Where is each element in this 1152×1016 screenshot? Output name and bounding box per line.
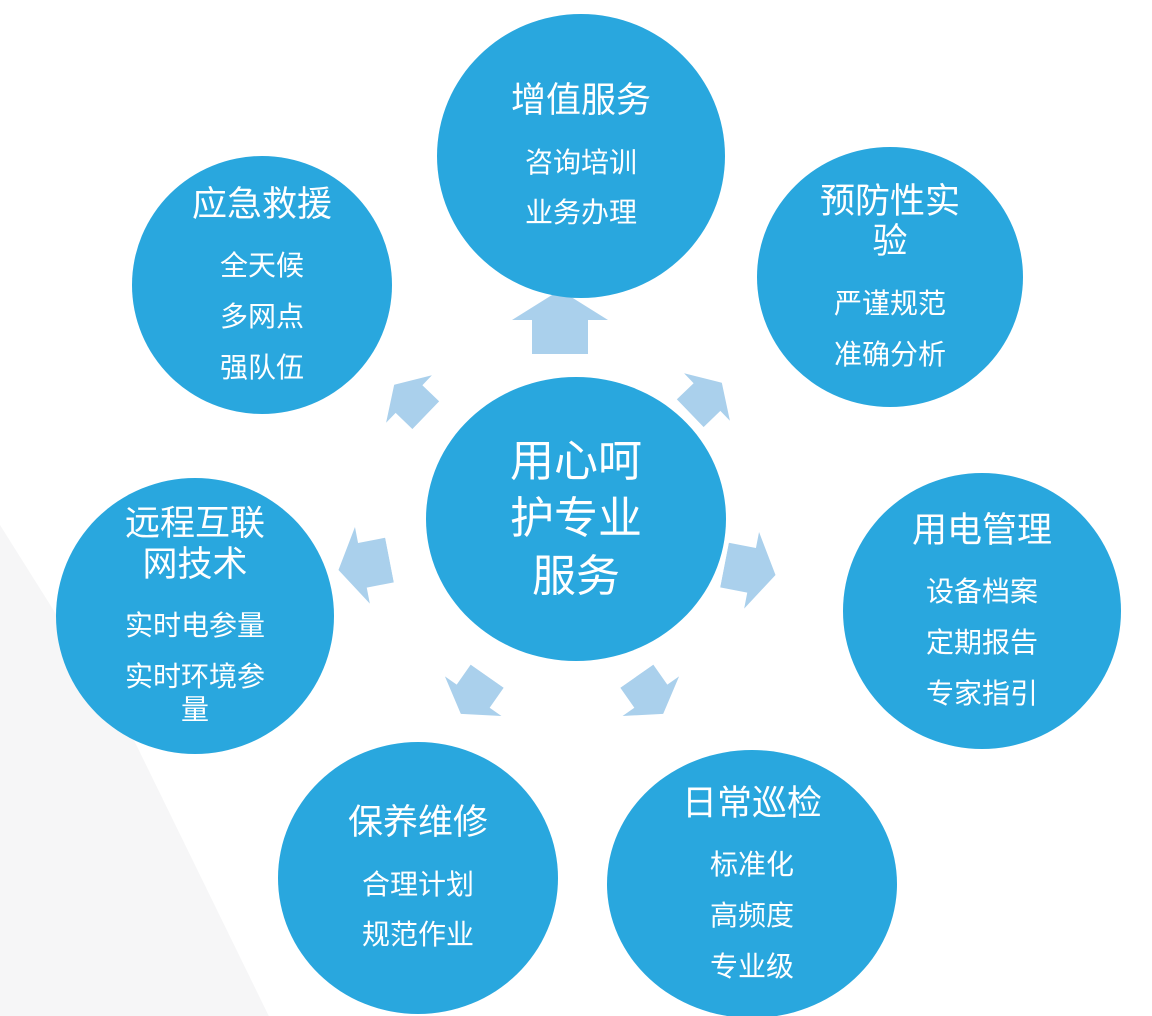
node-item: 准确分析 xyxy=(833,339,946,371)
node-item: 业务办理 xyxy=(524,198,637,230)
circle-value-added-services: 增值服务 咨询培训 业务办理 xyxy=(437,14,725,298)
node-title: 预防性实验 xyxy=(819,181,960,262)
node-item: 高频度 xyxy=(709,901,794,932)
arrow-right-icon xyxy=(720,532,776,609)
center-title-line: 服务 xyxy=(532,551,620,601)
node-item: 多网点 xyxy=(219,302,304,333)
node-item: 规范作业 xyxy=(361,920,474,952)
node-title: 增值服务 xyxy=(510,81,651,121)
arrow-down-right-icon xyxy=(620,664,680,716)
node-title: 远程互联网技术 xyxy=(124,504,265,584)
circle-emergency-rescue: 应急救援 全天候 多网点 强队伍 xyxy=(132,156,392,414)
arrow-up-left-icon xyxy=(386,375,440,430)
node-item: 强队伍 xyxy=(219,352,304,384)
center-title-line: 用心呵 xyxy=(510,437,642,487)
arrow-up-right-icon xyxy=(676,373,730,428)
node-item: 实时环境参量 xyxy=(124,661,265,727)
node-item: 专家指引 xyxy=(925,678,1038,710)
node-item: 咨询培训 xyxy=(524,147,637,179)
node-title: 保养维修 xyxy=(347,803,488,843)
node-item: 标准化 xyxy=(709,850,794,882)
circle-daily-inspection: 日常巡检 标准化 高频度 专业级 xyxy=(607,750,897,1016)
circle-preventive-testing: 预防性实验 严谨规范 准确分析 xyxy=(757,147,1023,407)
node-item: 专业级 xyxy=(709,951,794,983)
node-item: 实时电参量 xyxy=(124,611,265,643)
node-item: 合理计划 xyxy=(361,869,474,901)
arrow-down-left-icon xyxy=(444,664,504,716)
node-item: 严谨规范 xyxy=(833,289,946,320)
center-title-line: 护专业 xyxy=(510,494,642,544)
circle-power-management: 用电管理 设备档案 定期报告 专家指引 xyxy=(843,473,1121,749)
node-item: 定期报告 xyxy=(925,628,1038,659)
node-item: 全天候 xyxy=(219,251,304,283)
node-item: 设备档案 xyxy=(925,577,1038,609)
circle-center-service: 用心呵 护专业 服务 xyxy=(426,377,726,661)
node-title: 应急救援 xyxy=(191,184,332,224)
circle-maintenance-repair: 保养维修 合理计划 规范作业 xyxy=(278,742,558,1014)
node-title: 用电管理 xyxy=(911,510,1052,550)
circle-remote-internet-tech: 远程互联网技术 实时电参量 实时环境参量 xyxy=(56,478,334,754)
arrow-left-icon xyxy=(338,527,394,604)
node-title: 日常巡检 xyxy=(681,783,822,823)
arrow-up-icon xyxy=(512,290,608,354)
